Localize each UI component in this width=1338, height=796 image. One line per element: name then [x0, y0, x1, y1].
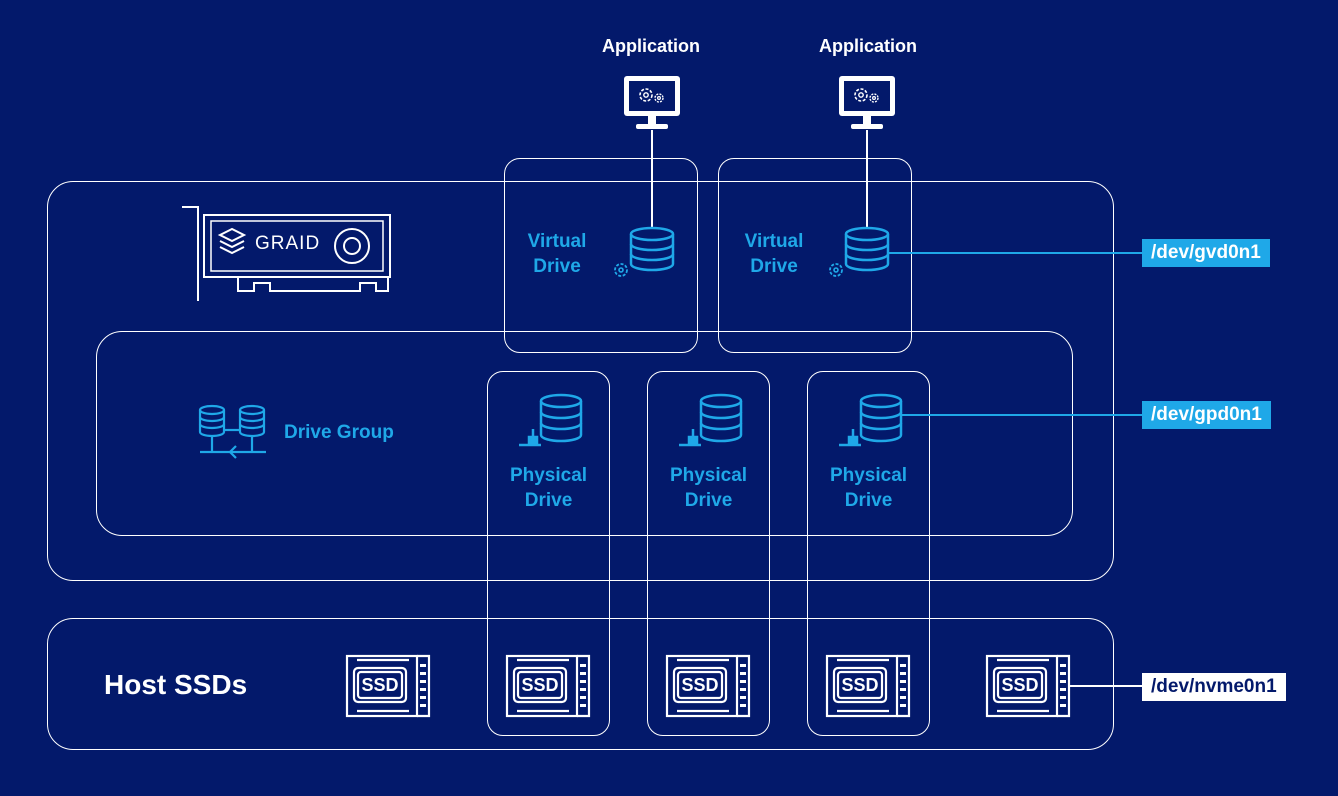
physical-drive-label-line2: Drive: [684, 490, 733, 511]
gpd-device-tag: /dev/gpd0n1: [1142, 401, 1271, 429]
app-connector-line-2: [866, 130, 868, 228]
ssd-icon: SSD: [345, 654, 435, 718]
nvme-connector-line: [1070, 685, 1142, 687]
gpu-card-icon: [182, 206, 391, 301]
virtual-drive-box-1: [504, 158, 698, 353]
ssd-label: SSD: [1001, 675, 1039, 695]
physical-drive-label-line2: Drive: [844, 490, 893, 511]
physical-drive-label-2: Physical Drive: [647, 463, 770, 513]
database-gear-icon: [829, 226, 890, 277]
physical-drive-column-3: [807, 371, 930, 736]
app-connector-line-1: [651, 130, 653, 228]
graid-logo-text: GRAID: [255, 233, 321, 254]
database-network-icon: [839, 393, 903, 447]
graid-container: [47, 181, 1114, 581]
virtual-drive-box-2: [718, 158, 912, 353]
ssd-icon: SSD: [665, 654, 755, 718]
gvd-device-tag: /dev/gvd0n1: [1142, 239, 1270, 267]
host-ssds-container: [47, 618, 1114, 750]
virtual-drive-label-2: Virtual Drive: [732, 229, 816, 279]
gvd-connector-line: [888, 252, 1142, 254]
virtual-drive-label-line1: Virtual: [744, 231, 804, 252]
virtual-drive-label-line1: Virtual: [527, 231, 587, 252]
ssd-icon: SSD: [505, 654, 595, 718]
database-network-icon: [679, 393, 743, 447]
ssd-label: SSD: [681, 675, 719, 695]
monitor-gears-icon: [624, 76, 680, 129]
ssd-icon: SSD: [985, 654, 1075, 718]
virtual-drive-label-line2: Drive: [533, 256, 581, 277]
physical-drive-label-line1: Physical: [509, 465, 588, 486]
physical-drive-column-2: [647, 371, 770, 736]
drive-group-icon: [198, 404, 266, 459]
physical-drive-label-line1: Physical: [829, 465, 908, 486]
ssd-label: SSD: [841, 675, 879, 695]
gpd-connector-line: [900, 414, 1142, 416]
drive-group-container: [96, 331, 1073, 536]
application-label-2: Application: [819, 36, 917, 56]
physical-drive-label-line1: Physical: [669, 465, 748, 486]
monitor-gears-icon: [839, 76, 895, 129]
physical-drive-label-1: Physical Drive: [487, 463, 610, 513]
drive-group-label: Drive Group: [284, 422, 394, 443]
database-network-icon: [519, 393, 583, 447]
ssd-icon: SSD: [825, 654, 915, 718]
virtual-drive-label-line2: Drive: [750, 256, 798, 277]
application-label-1: Application: [602, 36, 700, 56]
nvme-device-tag: /dev/nvme0n1: [1142, 673, 1286, 701]
virtual-drive-label-1: Virtual Drive: [515, 229, 599, 279]
physical-drive-label-line2: Drive: [524, 490, 573, 511]
ssd-label: SSD: [361, 675, 399, 695]
physical-drive-column-1: [487, 371, 610, 736]
physical-drive-label-3: Physical Drive: [807, 463, 930, 513]
host-ssds-label: Host SSDs: [104, 669, 248, 700]
ssd-label: SSD: [521, 675, 559, 695]
database-gear-icon: [614, 226, 675, 277]
